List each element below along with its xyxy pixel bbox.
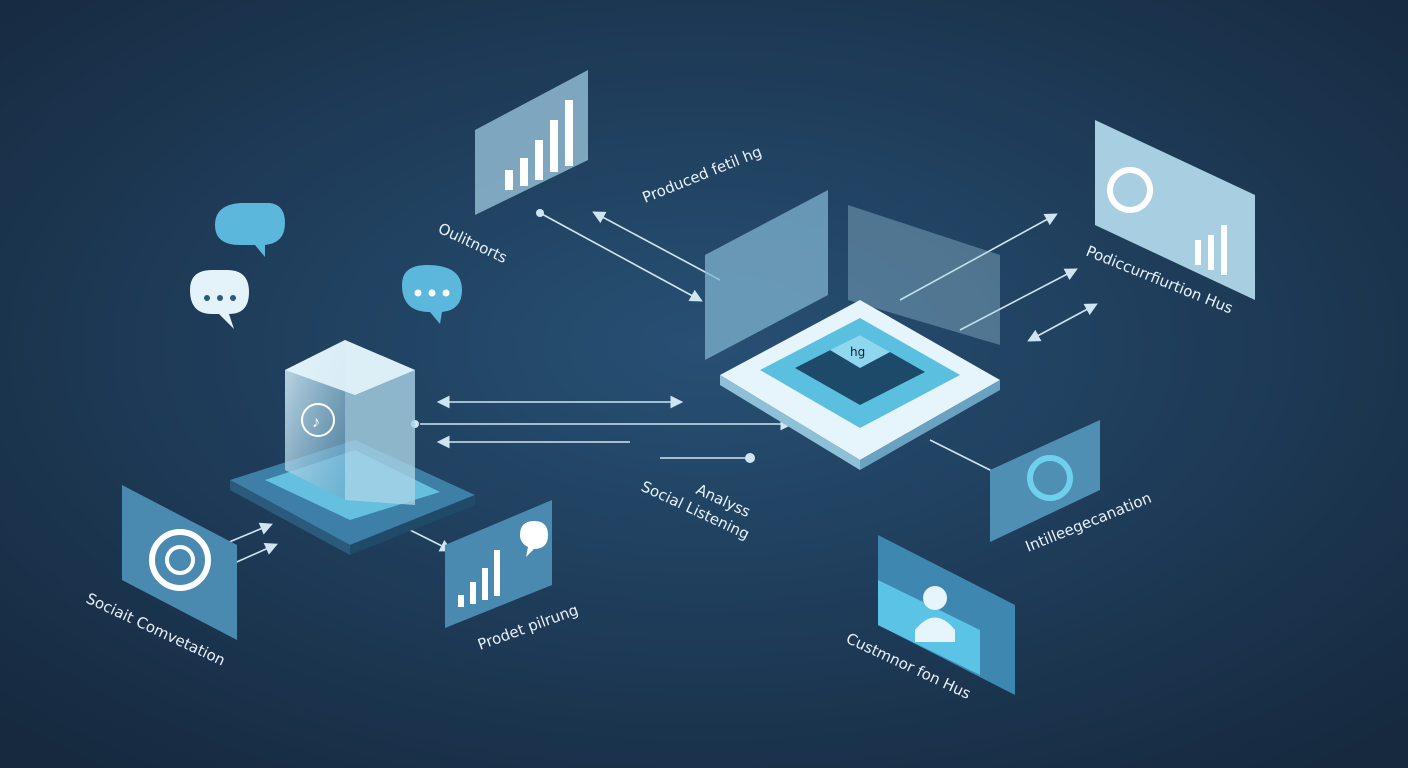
chat-bubbles: [190, 203, 462, 329]
central-hub: hg: [705, 190, 1000, 470]
svg-text:♪: ♪: [312, 414, 320, 431]
left-server: ♪: [230, 340, 475, 555]
user-icon: [923, 586, 947, 610]
analytics-panel: [1095, 120, 1255, 300]
customer-panel: [878, 535, 1015, 695]
social-panel: [122, 485, 237, 640]
pie-icon: [1107, 167, 1153, 213]
product-panel: [445, 500, 552, 628]
bar-chart-panel: [475, 70, 588, 215]
chip-label: hg: [850, 345, 865, 359]
music-icon: [301, 403, 335, 437]
intelligence-panel: [990, 420, 1100, 542]
